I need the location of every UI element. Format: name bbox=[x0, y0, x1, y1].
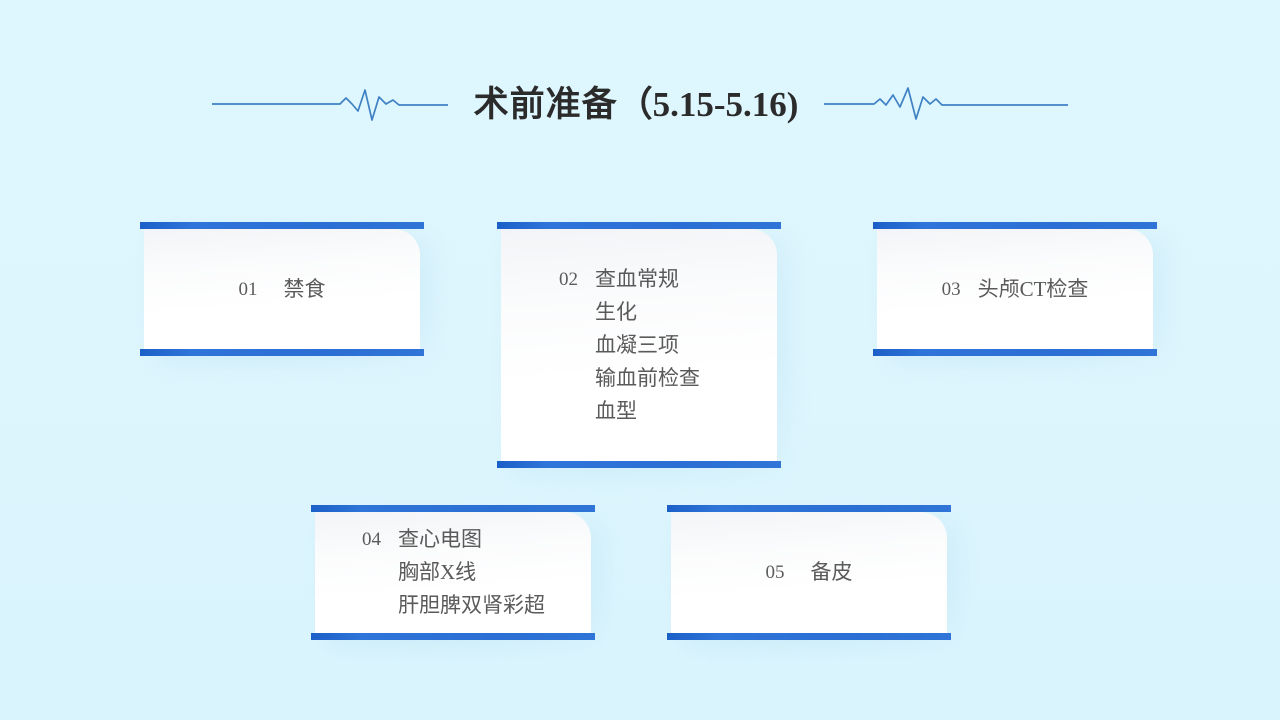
card-line: 查血常规 bbox=[595, 266, 679, 291]
card-05[interactable]: 05 备皮 bbox=[667, 505, 961, 650]
card-line: 肝胆脾双肾彩超 bbox=[398, 593, 545, 617]
ecg-line-icon-left bbox=[210, 80, 449, 129]
card-lines: 查血常规 生化 血凝三项 输血前检查 血型 bbox=[595, 263, 700, 428]
card-body: 05 备皮 bbox=[671, 512, 947, 633]
slide-title-block: 术前准备（5.15-5.16) bbox=[0, 76, 1280, 132]
card-entry: 03 头颅CT检查 bbox=[942, 273, 1089, 306]
card-number: 02 bbox=[559, 268, 578, 290]
card-body: 04 查心电图 胸部X线 肝胆脾双肾彩超 bbox=[315, 512, 591, 633]
card-04[interactable]: 04 查心电图 胸部X线 肝胆脾双肾彩超 bbox=[311, 505, 605, 650]
card-lines: 头颅CT检查 bbox=[978, 273, 1089, 306]
card-bottom-bar bbox=[311, 633, 595, 640]
card-top-bar bbox=[140, 222, 424, 229]
card-top-bar bbox=[873, 222, 1157, 229]
card-number: 04 bbox=[362, 529, 381, 550]
card-03[interactable]: 03 头颅CT检查 bbox=[873, 222, 1167, 366]
page-title: 术前准备（5.15-5.16) bbox=[474, 87, 799, 122]
card-bottom-bar bbox=[140, 349, 424, 356]
card-line: 输血前检查 bbox=[595, 365, 700, 390]
card-01[interactable]: 01 禁食 bbox=[140, 222, 434, 366]
page-title-date: （5.15-5.16) bbox=[617, 84, 799, 124]
card-body: 02 查血常规 生化 血凝三项 输血前检查 血型 bbox=[501, 229, 777, 461]
card-line: 血型 bbox=[595, 398, 637, 423]
card-bottom-bar bbox=[497, 461, 781, 468]
card-body: 03 头颅CT检查 bbox=[877, 229, 1153, 349]
card-entry: 01 禁食 bbox=[239, 273, 326, 306]
card-number: 05 bbox=[765, 562, 785, 583]
card-line: 禁食 bbox=[283, 276, 326, 301]
card-bottom-bar bbox=[873, 349, 1157, 356]
card-number: 03 bbox=[941, 278, 961, 300]
card-top-bar bbox=[667, 505, 951, 512]
card-entry: 05 备皮 bbox=[766, 556, 853, 589]
card-lines: 禁食 bbox=[284, 273, 326, 306]
card-number: 01 bbox=[238, 278, 258, 300]
card-body: 01 禁食 bbox=[144, 229, 420, 349]
card-02[interactable]: 02 查血常规 生化 血凝三项 输血前检查 血型 bbox=[497, 222, 791, 478]
ecg-line-icon-right bbox=[823, 80, 1070, 129]
page-title-heading: 术前准备 bbox=[473, 84, 618, 124]
card-lines: 备皮 bbox=[811, 556, 853, 589]
card-entry: 04 查心电图 胸部X线 肝胆脾双肾彩超 bbox=[362, 523, 545, 622]
card-line: 生化 bbox=[595, 299, 637, 324]
card-line: 头颅CT检查 bbox=[977, 276, 1089, 301]
card-line: 血凝三项 bbox=[595, 332, 679, 357]
card-line: 胸部X线 bbox=[398, 560, 477, 584]
card-entry: 02 查血常规 生化 血凝三项 输血前检查 血型 bbox=[559, 263, 700, 428]
card-line: 备皮 bbox=[810, 560, 853, 584]
card-line: 查心电图 bbox=[398, 527, 482, 551]
card-top-bar bbox=[497, 222, 781, 229]
card-lines: 查心电图 胸部X线 肝胆脾双肾彩超 bbox=[398, 523, 545, 622]
card-top-bar bbox=[311, 505, 595, 512]
card-bottom-bar bbox=[667, 633, 951, 640]
